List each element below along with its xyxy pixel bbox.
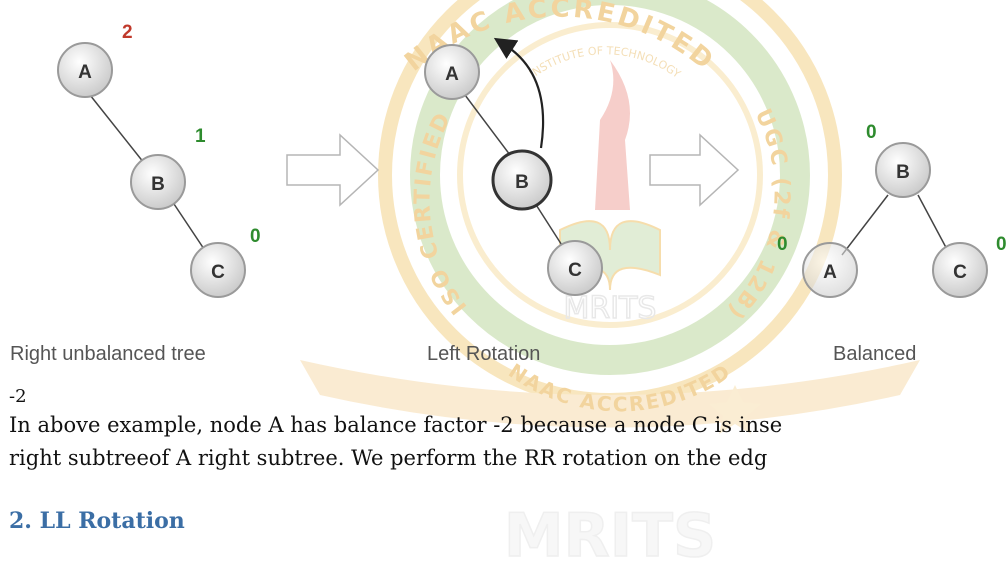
svg-text:A: A bbox=[445, 64, 459, 85]
edge-b-c-2 bbox=[532, 199, 566, 251]
arrow-right-icon-2 bbox=[649, 133, 740, 207]
rotation-diagram: A 2 B 1 C 0 A B bbox=[57, 22, 1007, 298]
seal-inner-ring bbox=[457, 22, 763, 328]
paragraph-line-1: In above example, node A has balance fac… bbox=[9, 413, 783, 437]
node-c: C bbox=[190, 242, 246, 298]
rotation-arrow-icon bbox=[493, 37, 545, 149]
balance-c-3: 0 bbox=[996, 234, 1007, 255]
edge-a-b bbox=[89, 94, 149, 169]
svg-text:B: B bbox=[896, 162, 910, 183]
seal-big-text: MRITS bbox=[504, 501, 716, 563]
seal-torch-icon bbox=[595, 60, 630, 210]
node-c-3: C bbox=[932, 242, 988, 298]
seal-mid-ring bbox=[410, 0, 810, 375]
paragraph-line-2: right subtreeof A right subtree. We perf… bbox=[9, 446, 768, 470]
node-a: A bbox=[57, 42, 113, 98]
node-b: B bbox=[130, 154, 186, 210]
edge-b-c-3 bbox=[917, 194, 951, 256]
node-b-2: B bbox=[491, 149, 553, 211]
svg-text:B: B bbox=[515, 172, 529, 193]
node-b-3: B bbox=[875, 142, 931, 198]
svg-text:B: B bbox=[151, 174, 165, 195]
edge-b-a-3 bbox=[841, 194, 889, 256]
stray-label: -2 bbox=[9, 386, 27, 407]
node-a-3: A bbox=[802, 242, 858, 298]
node-c-2: C bbox=[547, 240, 603, 296]
caption-stage1: Right unbalanced tree bbox=[10, 343, 206, 365]
svg-text:A: A bbox=[823, 262, 837, 283]
balance-c: 0 bbox=[250, 226, 261, 247]
arrow-right-icon bbox=[286, 133, 380, 207]
node-a-2: A bbox=[424, 44, 480, 100]
seal-logo-name: MRITS bbox=[564, 291, 657, 326]
stage1-tree: A 2 B 1 C 0 bbox=[57, 22, 261, 298]
edge-a-b-2 bbox=[464, 94, 511, 156]
caption-stage2: Left Rotation bbox=[427, 343, 541, 365]
balance-a-3: 0 bbox=[777, 234, 788, 255]
svg-text:C: C bbox=[568, 260, 582, 281]
seal-book-icon bbox=[559, 220, 661, 291]
svg-text:C: C bbox=[953, 262, 967, 283]
seal-star-icon bbox=[709, 385, 761, 434]
stage2-tree: A B C bbox=[424, 37, 603, 296]
svg-text:A: A bbox=[78, 62, 92, 83]
balance-b-3: 0 bbox=[866, 122, 877, 143]
caption-stage3: Balanced bbox=[833, 343, 917, 365]
seal-ribbon bbox=[300, 360, 920, 428]
section-heading: 2. LL Rotation bbox=[9, 508, 185, 534]
balance-b: 1 bbox=[195, 126, 206, 147]
stage3-tree: B 0 A 0 C 0 bbox=[777, 122, 1007, 298]
svg-text:C: C bbox=[211, 262, 225, 283]
balance-a: 2 bbox=[122, 22, 133, 43]
